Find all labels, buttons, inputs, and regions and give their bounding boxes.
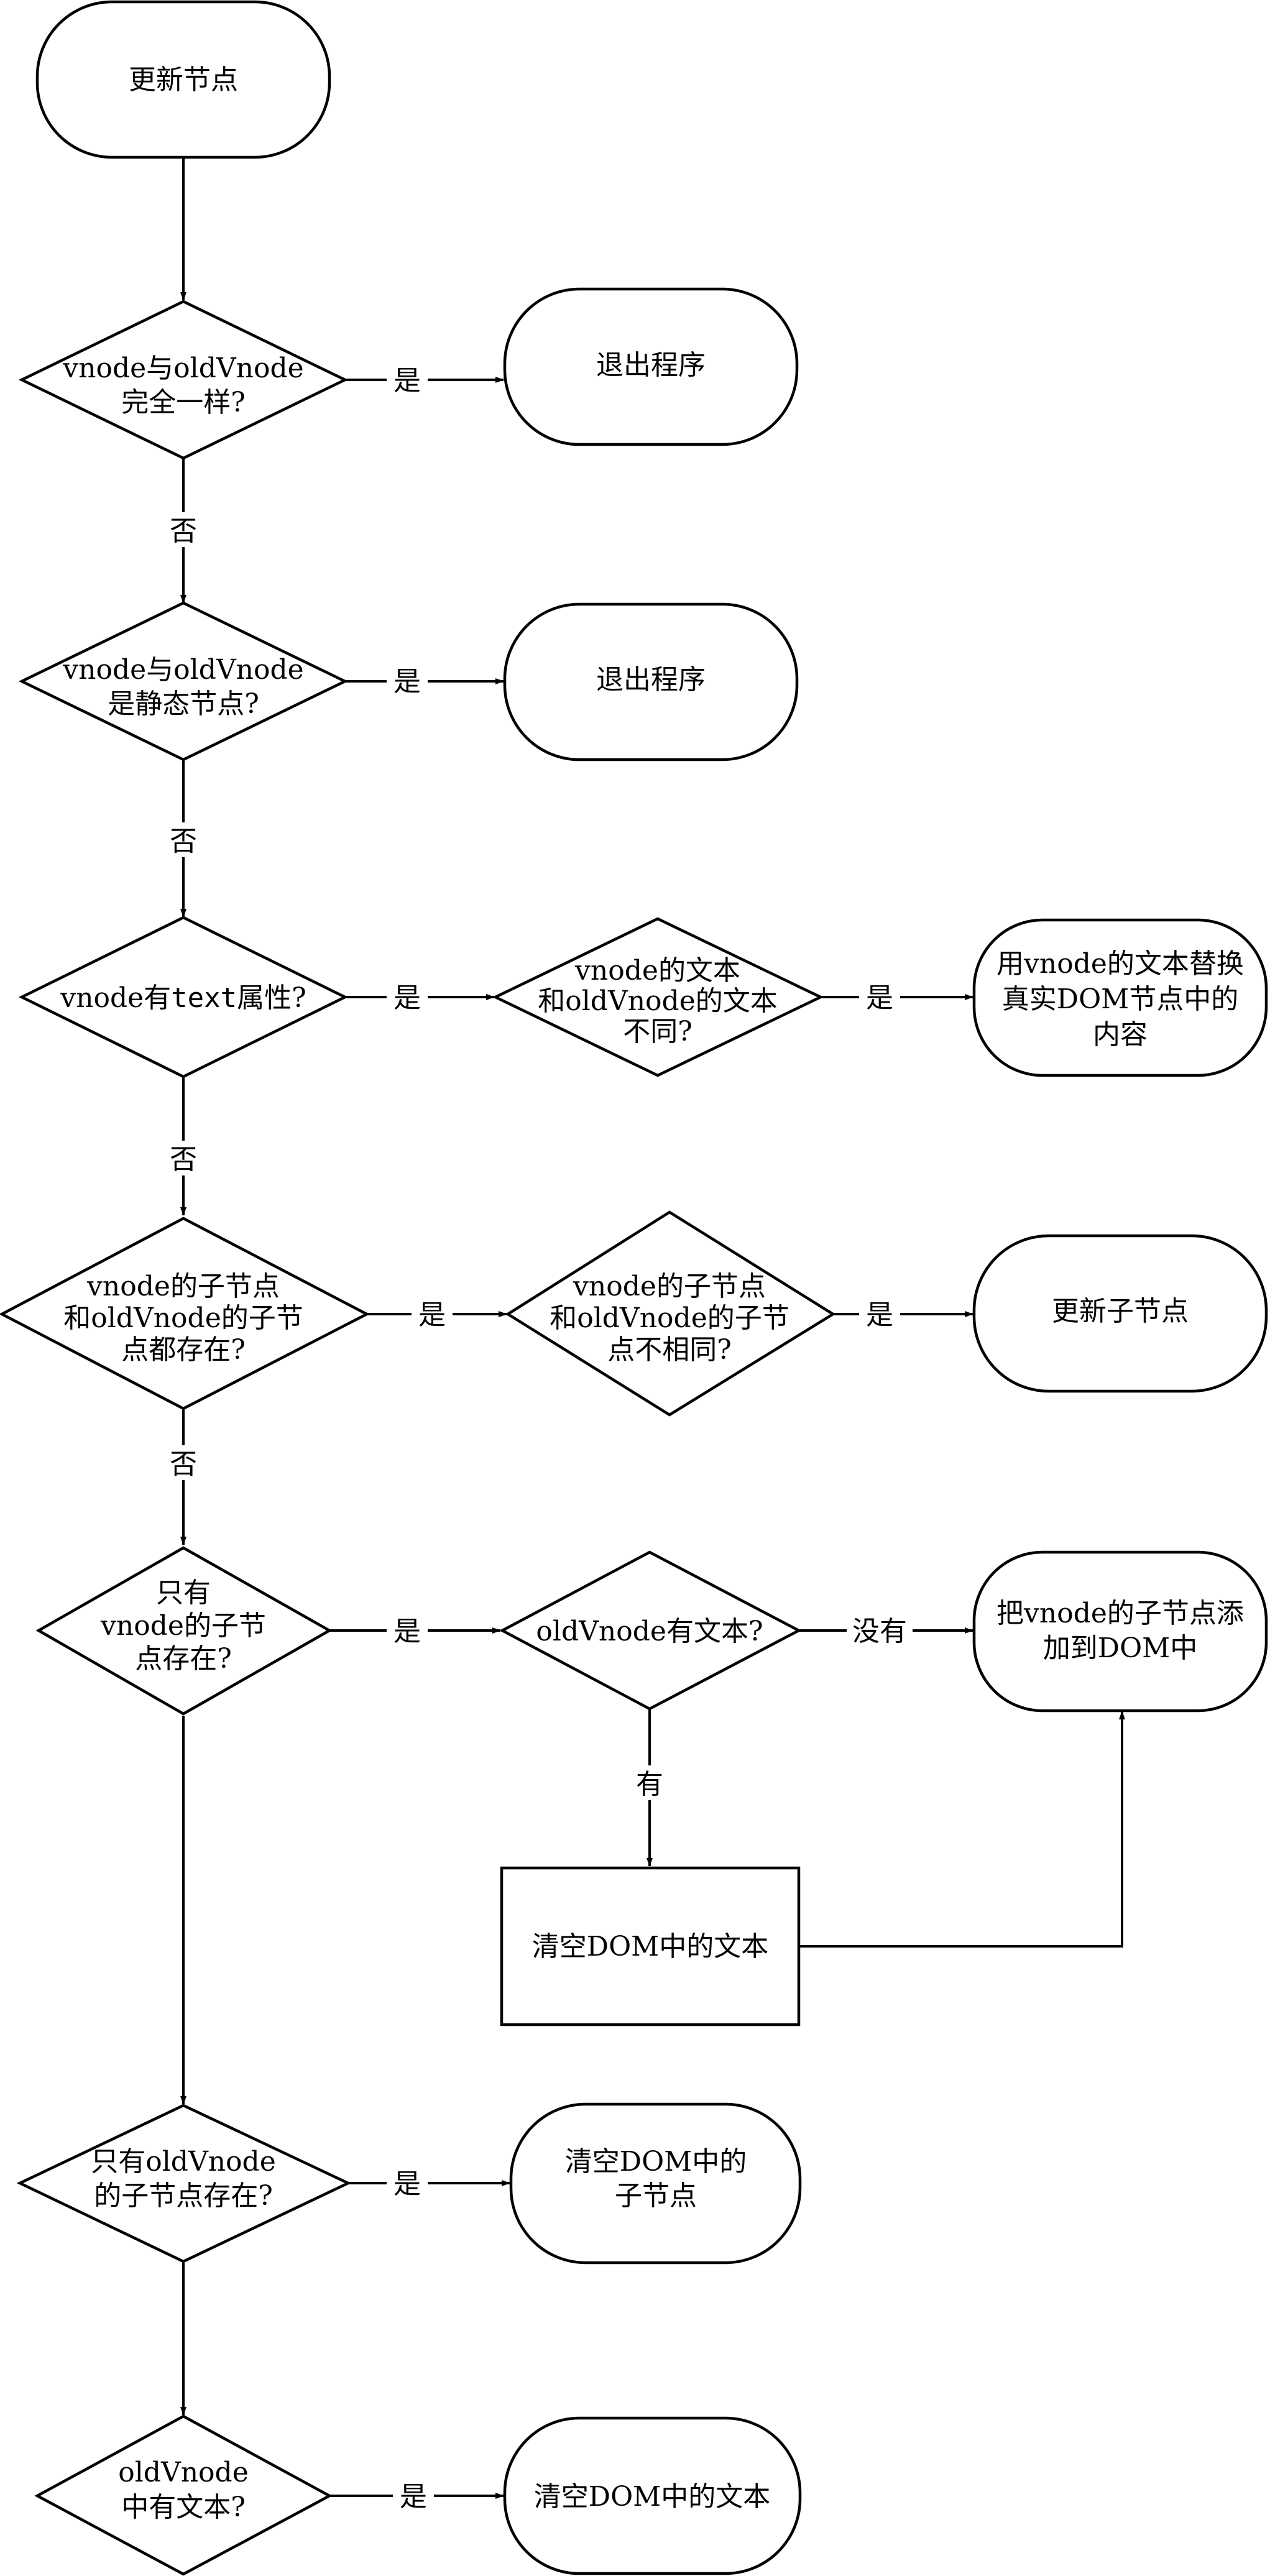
node-q-text-prefix: vnode有	[60, 982, 171, 1014]
edge-label-yes-6: 是	[866, 1299, 893, 1331]
edge-label-yes-1: 是	[393, 365, 421, 397]
node-update-children: 更新子节点	[972, 1234, 1268, 1393]
edge-label-yes-8: 是	[393, 2168, 421, 2200]
edge-label-yes-5: 是	[418, 1299, 446, 1331]
node-q-both-children-line3: 点都存在?	[121, 1334, 246, 1366]
node-q-same-line1: vnode与oldVnode	[62, 352, 303, 384]
edge-label-yes-4: 是	[866, 982, 893, 1014]
node-q-text: vnode有text属性?	[18, 916, 349, 1079]
node-replace-text-line2: 真实DOM节点中的	[1002, 983, 1238, 1015]
node-q-only-old-children: 只有oldVnode 的子节点存在?	[16, 2104, 352, 2263]
node-replace-text: 用vnode的文本替换 真实DOM节点中的 内容	[972, 918, 1268, 1077]
node-q-text-suffix: 属性?	[237, 982, 306, 1014]
edge-label-yes-7: 是	[393, 1616, 421, 1647]
edge-clear-text-box-to-add-children	[799, 1711, 1125, 1948]
node-q-children-diff: vnode的子节点 和oldVnode的子节 点不相同?	[505, 1210, 836, 1417]
node-q-only-old-children-line2: 的子节点存在?	[94, 2180, 273, 2212]
node-q-same-line2: 完全一样?	[121, 387, 246, 418]
node-clear-children-line2: 子节点	[615, 2180, 697, 2212]
node-add-children: 把vnode的子节点添 加到DOM中	[972, 1550, 1268, 1713]
node-exit1: 退出程序	[503, 287, 799, 446]
node-q-text-diff-line3: 不同?	[623, 1016, 693, 1047]
node-start: 更新节点	[35, 0, 331, 159]
node-q-text-label: vnode有text属性?	[60, 982, 306, 1014]
node-start-label: 更新节点	[129, 64, 238, 96]
node-q-old-has-text-label: oldVnode有文本?	[536, 1616, 763, 1647]
node-replace-text-line3: 内容	[1093, 1019, 1148, 1051]
node-q-both-children-line1: vnode的子节点	[86, 1271, 280, 1302]
edge-label-no-3: 否	[170, 1144, 197, 1175]
node-add-children-line2: 加到DOM中	[1043, 1632, 1197, 1664]
node-exit2-label: 退出程序	[596, 664, 706, 696]
node-q-children-diff-line1: vnode的子节点	[573, 1271, 766, 1302]
node-exit1-label: 退出程序	[596, 349, 706, 381]
node-clear-text-box-label: 清空DOM中的文本	[532, 1931, 768, 1962]
edge-label-no-4: 否	[170, 1448, 197, 1480]
edge-labels: 是 否 是 否 是 是 否 是 是 否 是 没有 有 是 是	[163, 362, 913, 2513]
edge-label-yes-3: 是	[393, 982, 421, 1014]
node-clear-text-box: 清空DOM中的文本	[500, 1866, 801, 2026]
edge-label-no-1: 否	[170, 515, 197, 547]
edge-label-has: 有	[636, 1769, 663, 1800]
node-q-only-vnode-children-line3: 点存在?	[135, 1643, 232, 1675]
node-q-children-diff-line3: 点不相同?	[607, 1334, 732, 1366]
node-clear-text-end: 清空DOM中的文本	[503, 2416, 802, 2575]
node-q-static-line2: 是静态节点?	[108, 688, 259, 720]
node-update-children-label: 更新子节点	[1052, 1295, 1189, 1327]
node-q-text-code: text	[171, 982, 237, 1014]
node-q-both-children: vnode的子节点 和oldVnode的子节 点都存在?	[0, 1217, 370, 1410]
node-q-only-vnode-children-line1: 只有	[156, 1577, 211, 1609]
node-exit2: 退出程序	[503, 602, 799, 761]
node-q-both-children-line2: 和oldVnode的子节	[63, 1302, 303, 1334]
edge-label-yes-2: 是	[393, 666, 421, 697]
node-q-old-has-text: oldVnode有文本?	[499, 1550, 802, 1711]
node-clear-children-line1: 清空DOM中的	[565, 2146, 747, 2178]
edge-label-no-2: 否	[170, 826, 197, 857]
node-clear-children: 清空DOM中的 子节点	[509, 2102, 802, 2265]
edge-label-yes-9: 是	[400, 2481, 427, 2513]
node-q-only-vnode-children-line2: vnode的子节	[100, 1610, 266, 1642]
node-q-children-diff-line2: 和oldVnode的子节	[550, 1302, 789, 1334]
node-add-children-line1: 把vnode的子节点添	[996, 1598, 1244, 1629]
node-q-old-text-only-line2: 中有文本?	[121, 2491, 246, 2523]
node-q-only-vnode-children: 只有 vnode的子节 点存在?	[35, 1546, 333, 1716]
node-q-static-line1: vnode与oldVnode	[62, 654, 303, 686]
node-q-same: vnode与oldVnode 完全一样?	[18, 300, 349, 460]
node-q-text-diff-line1: vnode的文本	[574, 955, 740, 987]
node-q-static: vnode与oldVnode 是静态节点?	[18, 601, 349, 761]
edge-label-none: 没有	[852, 1616, 907, 1647]
node-clear-text-end-label: 清空DOM中的文本	[534, 2481, 770, 2513]
node-q-text-diff-line2: 和oldVnode的文本	[538, 985, 778, 1017]
node-q-only-old-children-line1: 只有oldVnode	[91, 2146, 276, 2178]
node-q-old-text-only: oldVnode 中有文本?	[34, 2414, 333, 2576]
node-replace-text-line1: 用vnode的文本替换	[996, 948, 1244, 980]
node-q-text-diff: vnode的文本 和oldVnode的文本 不同?	[492, 917, 824, 1077]
node-q-old-text-only-line1: oldVnode	[118, 2457, 249, 2488]
